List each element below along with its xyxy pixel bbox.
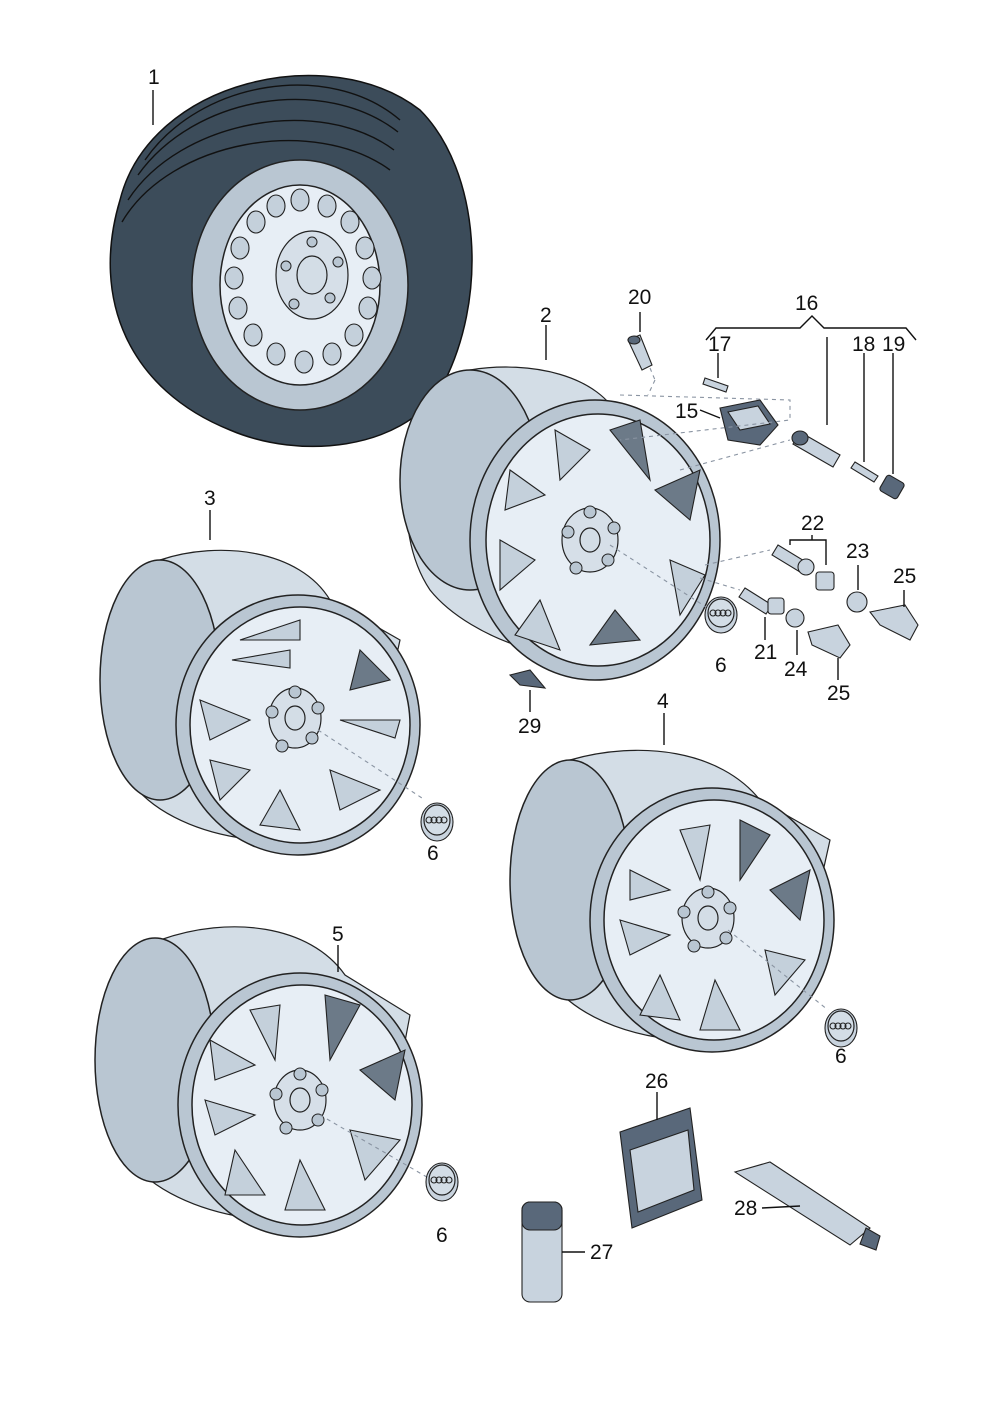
hub-cap-6-a <box>609 544 738 634</box>
screw-17 <box>702 353 729 393</box>
wheel-3-alloy <box>99 510 426 856</box>
wheel-1-steel-with-tyre <box>109 74 473 448</box>
label-21: 21 <box>754 641 777 664</box>
wheel-4-alloy <box>509 713 835 1053</box>
steel-wheel-vent-holes <box>224 188 382 374</box>
hub-cap-6-d <box>425 1162 459 1202</box>
valve-core-18 <box>850 353 879 483</box>
label-18: 18 <box>852 333 875 356</box>
nut-24 <box>785 608 805 655</box>
label-20: 20 <box>628 286 651 309</box>
label-1: 1 <box>148 66 160 89</box>
label-2: 2 <box>540 304 552 327</box>
valve-body-16 <box>679 315 917 471</box>
wheel-bolt-21 <box>699 577 785 640</box>
wheel-2-alloy <box>399 325 721 681</box>
label-29: 29 <box>518 715 541 738</box>
assembly-paste-tube-28 <box>733 1161 881 1251</box>
label-4: 4 <box>657 690 669 713</box>
label-22: 22 <box>801 512 824 535</box>
label-6-c: 6 <box>835 1045 847 1068</box>
wheel-2-spoke-openings <box>499 419 706 651</box>
label-15: 15 <box>675 400 698 423</box>
valve-stem-20 <box>627 312 656 396</box>
valve-cap-19 <box>879 353 905 500</box>
adapter-25-a <box>869 590 919 641</box>
label-16: 16 <box>795 292 818 315</box>
hub-cap-6-b <box>420 802 454 842</box>
wheel-5-spoke-openings <box>204 994 406 1211</box>
label-28: 28 <box>734 1197 757 1220</box>
hub-cap-6-c <box>824 1008 858 1048</box>
label-19: 19 <box>882 333 905 356</box>
label-23: 23 <box>846 540 869 563</box>
wheel-5-alloy <box>94 926 433 1238</box>
wheel-4-spoke-openings <box>619 819 811 1031</box>
label-26: 26 <box>645 1070 668 1093</box>
label-3: 3 <box>204 487 216 510</box>
label-24: 24 <box>784 658 808 681</box>
label-6-d: 6 <box>436 1224 448 1247</box>
label-25-b: 25 <box>827 682 850 705</box>
spray-can-27 <box>521 1201 585 1303</box>
label-6-a: 6 <box>715 654 727 677</box>
adapter-25-b <box>807 624 851 680</box>
label-27: 27 <box>590 1241 613 1264</box>
label-25-a: 25 <box>893 565 916 588</box>
nut-23 <box>846 565 868 613</box>
balance-weight-29 <box>508 669 547 712</box>
locking-bolt-22 <box>704 535 835 591</box>
balance-weight-kit-26 <box>619 1092 703 1229</box>
wheel-3-spoke-openings <box>199 619 401 831</box>
tyre-pressure-sensor-15 <box>619 394 791 446</box>
label-17: 17 <box>708 333 731 356</box>
callout-labels: 1 2 3 4 5 6 6 6 6 15 16 17 18 19 20 21 2… <box>148 66 916 1264</box>
label-5: 5 <box>332 923 344 946</box>
label-6-b: 6 <box>427 842 439 865</box>
